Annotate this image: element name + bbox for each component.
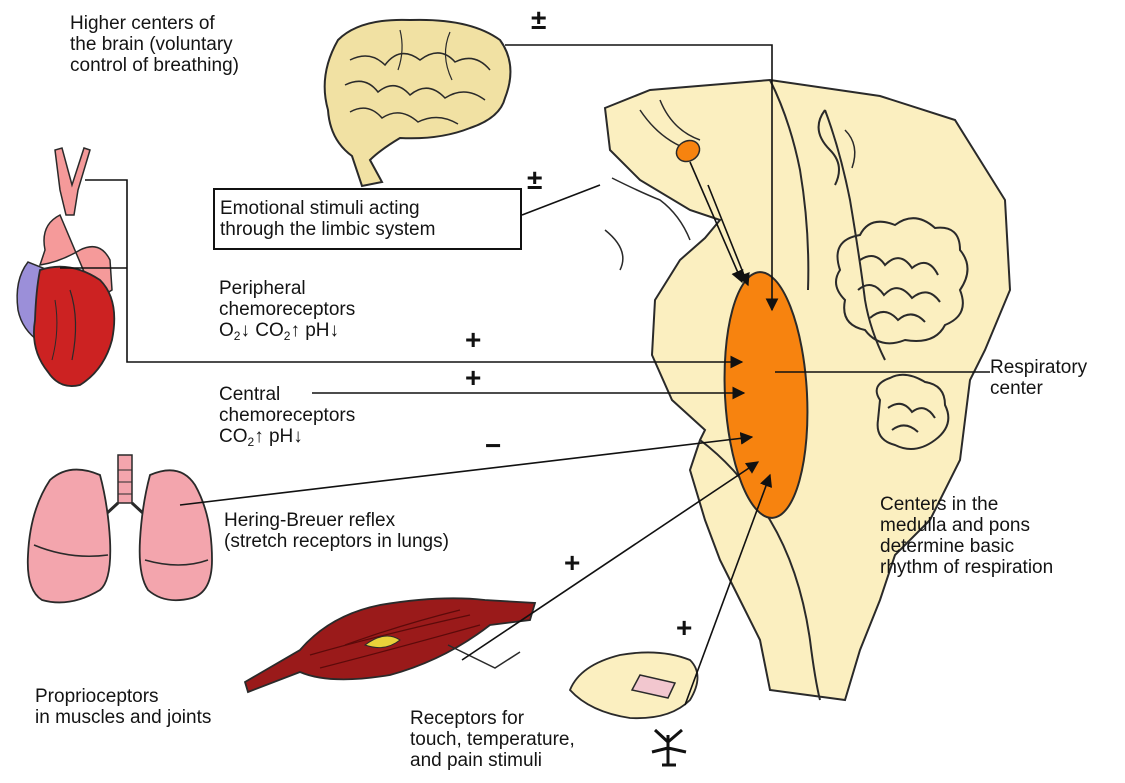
label-higher-centers: Higher centers of the brain (voluntary c… bbox=[70, 13, 239, 76]
label-emotional-stimuli: Emotional stimuli acting through the lim… bbox=[220, 198, 435, 240]
label-hering-breuer: Hering-Breuer reflex (stretch receptors … bbox=[224, 510, 449, 552]
peripheral-formula: O2↓ CO2↑ pH↓ bbox=[219, 320, 355, 343]
brain-icon bbox=[325, 20, 511, 186]
sign-emotional: ± bbox=[527, 166, 542, 194]
lungs-icon bbox=[28, 455, 212, 602]
heart-icon bbox=[17, 148, 114, 386]
sign-central: + bbox=[465, 364, 481, 392]
central-formula: CO2↑ pH↓ bbox=[219, 426, 355, 449]
sign-hering-breuer: − bbox=[485, 432, 501, 460]
sign-touch-receptors: + bbox=[676, 614, 692, 642]
label-peripheral-chemoreceptors: Peripheral chemoreceptors O2↓ CO2↑ pH↓ bbox=[219, 278, 355, 343]
label-respiratory-center: Respiratory center bbox=[990, 357, 1087, 399]
label-medulla-pons: Centers in the medulla and pons determin… bbox=[880, 494, 1053, 578]
sign-higher-centers: ± bbox=[531, 6, 546, 34]
label-proprioceptors: Proprioceptors in muscles and joints bbox=[35, 686, 211, 728]
sign-peripheral: + bbox=[465, 326, 481, 354]
arrow-proprio bbox=[462, 462, 758, 660]
muscle-icon bbox=[245, 598, 535, 692]
label-central-chemoreceptors: Central chemoreceptors CO2↑ pH↓ bbox=[219, 384, 355, 449]
fingertip-icon bbox=[570, 652, 698, 765]
sign-proprioceptors: + bbox=[564, 549, 580, 577]
label-touch-receptors: Receptors for touch, temperature, and pa… bbox=[410, 708, 575, 771]
